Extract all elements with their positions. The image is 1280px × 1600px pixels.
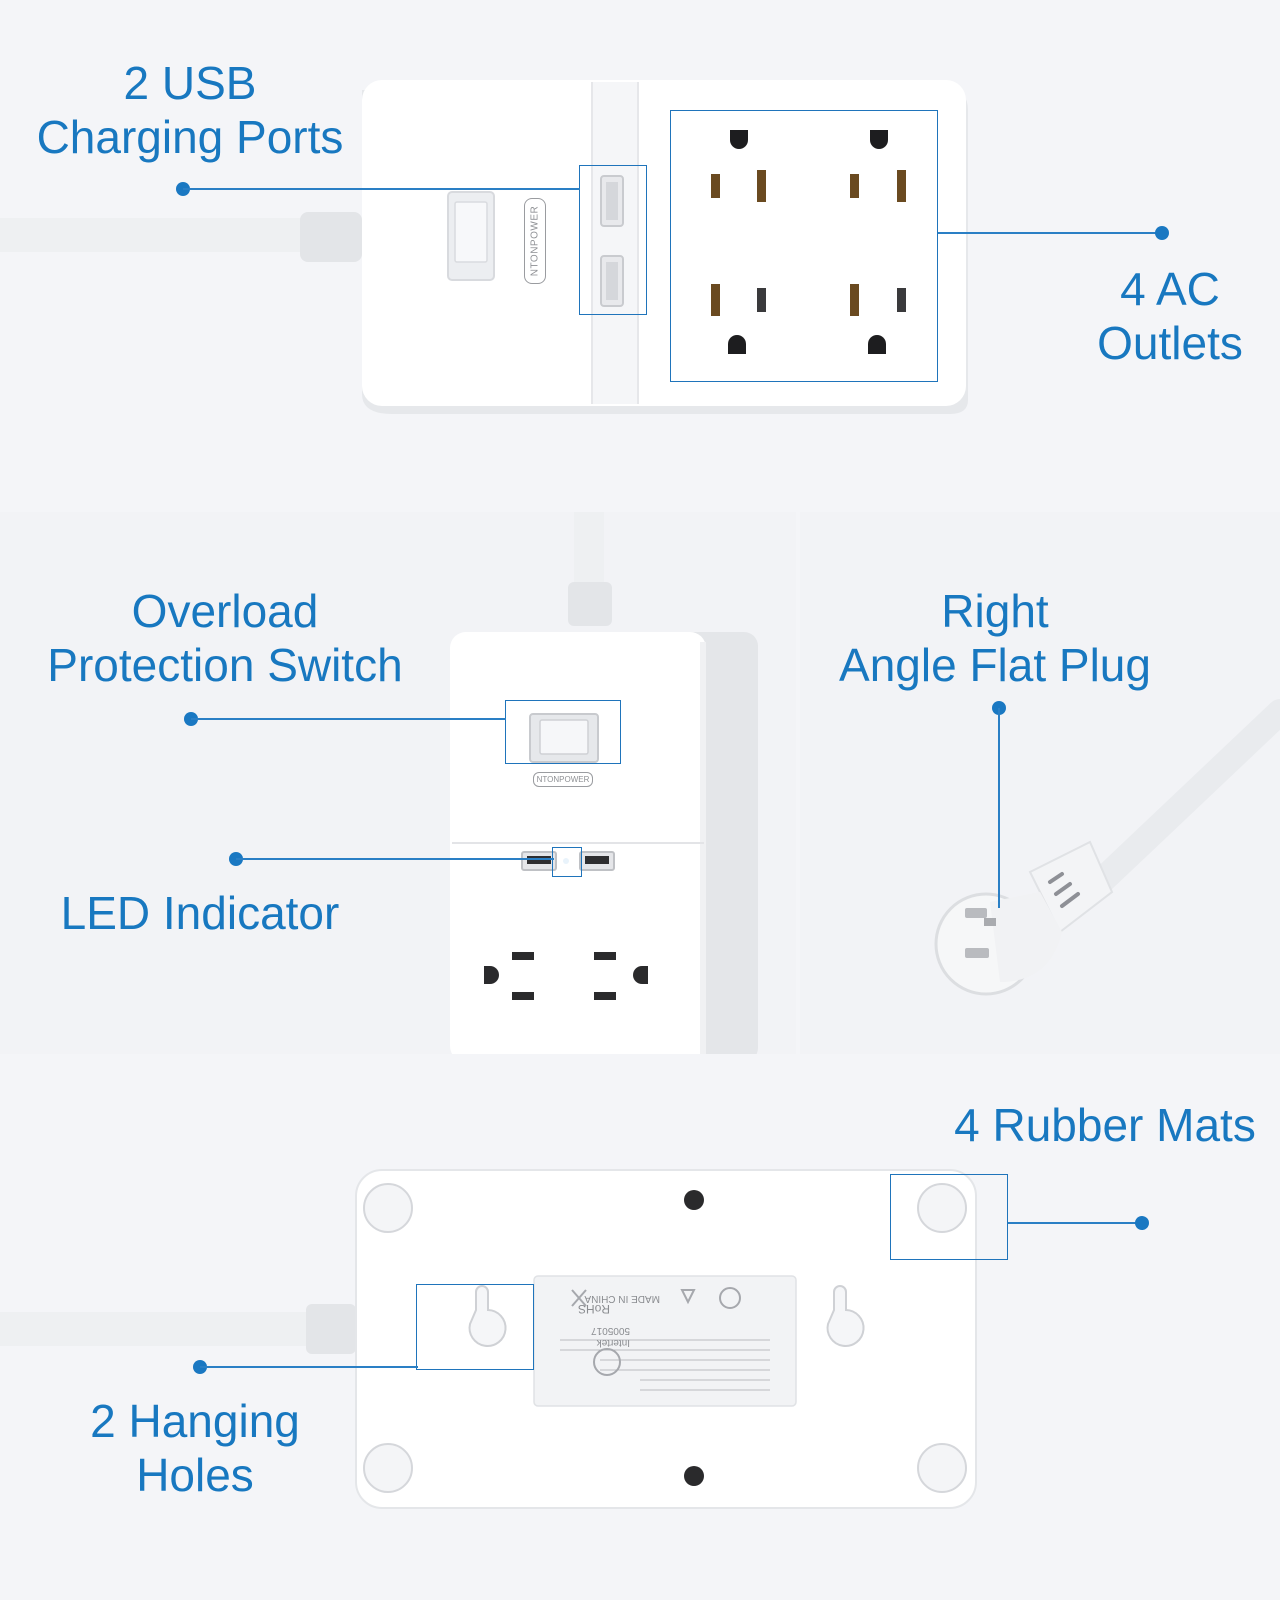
overload-switch-caption: Overload Protection Switch bbox=[47, 585, 403, 691]
rubber-mat-2 bbox=[917, 1183, 967, 1233]
power-cord bbox=[574, 512, 604, 582]
flat-plug-caption: Right Angle Flat Plug bbox=[839, 585, 1151, 691]
middle-right-panel: Right Angle Flat Plug bbox=[800, 512, 1280, 1054]
usb-port-2[interactable] bbox=[600, 255, 624, 307]
etl-mark-icon bbox=[593, 1348, 621, 1376]
rubber-mat-highlight bbox=[890, 1174, 1008, 1260]
middle-left-panel: NTONPOWER Overload Protection Switch LED… bbox=[0, 512, 796, 1054]
flat-plug-callout-line bbox=[998, 708, 1000, 908]
rubber-mats-callout-dot bbox=[1135, 1216, 1149, 1230]
power-cord bbox=[0, 1312, 320, 1346]
label-model-number: 5005017 bbox=[591, 1325, 630, 1336]
power-cord bbox=[0, 218, 320, 252]
brand-logo: NTONPOWER bbox=[533, 772, 593, 787]
usb-port-2[interactable] bbox=[579, 851, 615, 871]
weee-bin-icon bbox=[571, 1289, 587, 1307]
led-indicator-callout-line bbox=[236, 858, 554, 860]
label-rohs: RoHS bbox=[577, 1302, 610, 1316]
ac-outlets-callout-dot bbox=[1155, 226, 1169, 240]
rubber-mat-1 bbox=[363, 1183, 413, 1233]
ac-outlets-highlight bbox=[670, 110, 938, 382]
power-strip-top-view bbox=[0, 80, 968, 414]
ac-outlet-1[interactable] bbox=[484, 952, 534, 1000]
ac-outlets-caption: 4 AC Outlets bbox=[1097, 263, 1243, 369]
overload-switch-highlight bbox=[505, 700, 621, 764]
label-certifier: Intertek bbox=[596, 1337, 630, 1348]
top-panel: NTONPOWER 2 USB Charging Ports 4 AC Outl… bbox=[0, 0, 1280, 508]
recycle-mark-icon bbox=[680, 1289, 696, 1305]
power-strip-bottom-view bbox=[0, 1169, 977, 1509]
ac-outlet-2[interactable] bbox=[594, 952, 648, 1000]
screw-1 bbox=[684, 1190, 704, 1210]
strip-body bbox=[362, 80, 966, 406]
brand-logo-vertical: NTONPOWER bbox=[524, 198, 546, 284]
overload-switch-callout-line bbox=[191, 718, 506, 720]
ac-outlets-callout-line bbox=[938, 232, 1162, 234]
cord-strain-relief bbox=[300, 212, 362, 262]
usb-ports-highlight bbox=[579, 165, 647, 315]
led-indicator-caption: LED Indicator bbox=[60, 887, 340, 939]
usb-port-1[interactable] bbox=[600, 175, 624, 227]
rubber-mat-4 bbox=[917, 1443, 967, 1493]
bottom-panel: Intertek 5005017 RoHS MADE IN CHINA 4 Ru… bbox=[0, 1058, 1280, 1600]
power-cord bbox=[1077, 699, 1280, 905]
rubber-mats-callout-line bbox=[1008, 1222, 1142, 1224]
hanging-hole-2[interactable] bbox=[826, 1285, 865, 1347]
flat-plug-view bbox=[934, 699, 1280, 996]
usb-ports-callout-line bbox=[183, 188, 580, 190]
rubber-mat-3 bbox=[363, 1443, 413, 1493]
led-indicator-highlight bbox=[552, 847, 582, 877]
usb-ports-caption: 2 USB Charging Ports bbox=[36, 57, 344, 163]
hanging-hole-highlight bbox=[416, 1284, 534, 1370]
flat-plug bbox=[934, 892, 1062, 996]
rocker-switch[interactable] bbox=[447, 191, 495, 281]
power-strip-front-view bbox=[450, 512, 758, 1054]
led-indicator bbox=[563, 858, 569, 864]
efficiency-mark-icon bbox=[719, 1287, 741, 1309]
brand-text: NTONPOWER bbox=[536, 775, 590, 784]
rubber-mats-caption: 4 Rubber Mats bbox=[954, 1099, 1256, 1151]
hanging-holes-caption: 2 Hanging Holes bbox=[90, 1395, 300, 1501]
ac-outlet-4[interactable] bbox=[850, 284, 906, 354]
ac-outlet-3[interactable] bbox=[711, 284, 766, 354]
hanging-hole-1[interactable] bbox=[468, 1285, 507, 1347]
screw-2 bbox=[684, 1466, 704, 1486]
ac-outlet-2[interactable] bbox=[850, 130, 906, 202]
brand-text: NTONPOWER bbox=[529, 205, 541, 277]
hanging-holes-callout-line bbox=[200, 1366, 418, 1368]
usb-port-1[interactable] bbox=[521, 851, 557, 871]
label-made-in: MADE IN CHINA bbox=[584, 1293, 660, 1304]
overload-switch[interactable] bbox=[529, 713, 599, 763]
label-text-group: Intertek 5005017 RoHS MADE IN CHINA bbox=[560, 1290, 780, 1350]
ac-outlet-1[interactable] bbox=[711, 130, 766, 202]
